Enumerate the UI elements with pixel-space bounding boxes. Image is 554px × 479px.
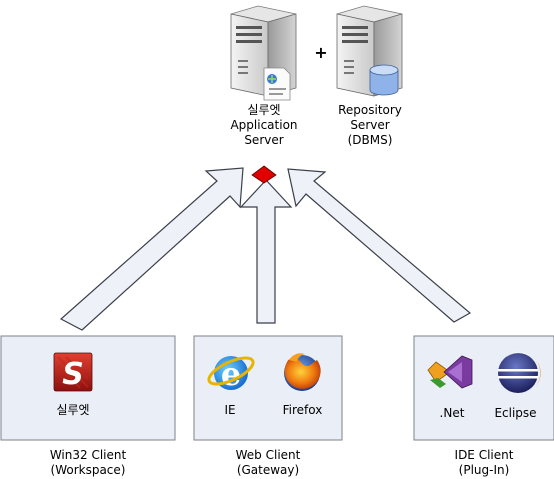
arrow-right [287,168,472,323]
win32-caption-line1: Win32 Client [49,448,127,462]
repo-name-line2: Server [350,118,390,132]
ie-label: IE [224,403,236,417]
internet-explorer-icon: e [207,355,255,393]
visual-studio-icon [427,355,473,389]
arrow-center [239,179,293,324]
dotnet-label: .Net [439,406,465,420]
ide-client-box [413,335,554,441]
app-server-label: 실루엣 Application Server [224,103,304,148]
web-client-box [193,335,343,441]
firefox-icon [284,353,321,391]
web-client-caption: Web Client (Gateway) [218,448,318,478]
connector-diamond [251,165,277,184]
arrow-left [59,167,244,331]
app-server-name-line2: Server [244,133,284,147]
ide-caption-line2: (Plug-In) [458,463,510,477]
web-caption-line1: Web Client [235,448,301,462]
ide-caption-line1: IDE Client [454,448,514,462]
app-server-name-ko: 실루엣 [247,103,281,117]
ide-client-caption: IDE Client (Plug-In) [434,448,534,478]
silhouette-app-label: 실루엣 [56,403,90,417]
repository-server-icon [336,5,403,97]
app-server-name-line1: Application [230,118,298,132]
repository-server-label: Repository Server (DBMS) [330,103,410,148]
web-caption-line2: (Gateway) [236,463,300,477]
win32-caption-line2: (Workspace) [50,463,126,477]
eclipse-label: Eclipse [494,406,537,420]
repo-name-line3: (DBMS) [347,133,393,147]
svg-text:S: S [62,357,84,392]
plus-sign: + [314,43,327,62]
firefox-label: Firefox [282,403,323,417]
eclipse-icon [498,351,541,393]
application-server-icon [230,5,297,101]
silhouette-app-icon: S [53,352,93,392]
repo-name-line1: Repository [338,103,402,117]
win32-client-caption: Win32 Client (Workspace) [38,448,138,478]
